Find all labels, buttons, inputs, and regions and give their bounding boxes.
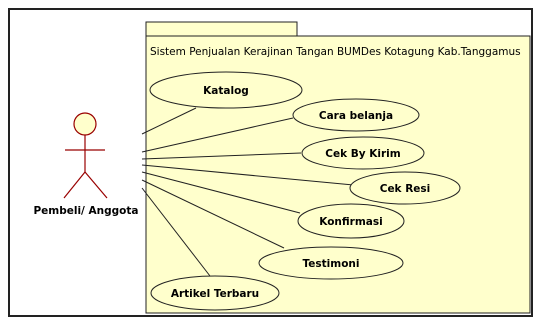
use-case-ellipse [301, 136, 425, 170]
use-case-ellipse [258, 246, 404, 280]
use-case-label: Cek Resi [380, 183, 431, 195]
use-case-artikel-terbaru: Artikel Terbaru [150, 275, 280, 311]
use-case-testimoni: Testimoni [258, 246, 404, 280]
use-case-label: Katalog [203, 85, 249, 97]
package-tab [145, 21, 298, 37]
associations [141, 107, 365, 277]
use-case-label: Cek By Kirim [325, 148, 400, 160]
actor-label: Pembeli/ Anggota [33, 205, 138, 217]
use-case-label: Konfirmasi [319, 216, 382, 228]
use-cases: Katalog Cara belanja Cek By Kirim Cek Re… [149, 71, 461, 311]
use-case-label: Testimoni [303, 258, 360, 270]
actor-icon [63, 112, 108, 199]
actor-pembeli: Pembeli/ Anggota [33, 112, 139, 217]
actor-left-leg [63, 171, 86, 199]
use-case-ellipse [297, 203, 405, 239]
association-katalog [141, 107, 197, 135]
use-case-ellipse [150, 275, 280, 311]
use-case-katalog: Katalog [149, 71, 303, 109]
use-case-ellipse [292, 98, 420, 132]
actor-right-leg [84, 171, 108, 199]
use-case-label: Artikel Terbaru [171, 288, 259, 300]
use-case-ellipse [349, 171, 461, 205]
association-artikel-terbaru [141, 187, 211, 277]
use-case-cek-by-kirim: Cek By Kirim [301, 136, 425, 170]
use-case-ellipse [149, 71, 303, 109]
association-testimoni [141, 179, 285, 249]
use-case-cara-belanja: Cara belanja [292, 98, 420, 132]
association-cek-resi [141, 164, 365, 187]
actor-head [73, 112, 97, 136]
association-cara-belanja [141, 117, 294, 153]
use-case-konfirmasi: Konfirmasi [297, 203, 405, 239]
association-cek-by-kirim [141, 152, 302, 160]
association-konfirmasi [141, 171, 301, 214]
use-case-cek-resi: Cek Resi [349, 171, 461, 205]
system-title: Sistem Penjualan Kerajinan Tangan BUMDes… [150, 46, 521, 58]
use-case-label: Cara belanja [319, 110, 393, 122]
